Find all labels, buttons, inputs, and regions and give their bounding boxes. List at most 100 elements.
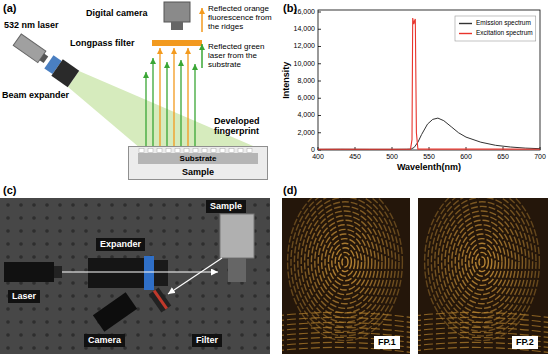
table-hole [136,307,140,311]
table-hole [45,203,49,207]
ridge-loop [448,216,515,309]
ridge-loop [332,243,358,281]
table-hole [175,346,179,350]
table-hole [201,320,205,324]
table-hole [162,346,166,350]
table-hole [266,216,270,220]
table-hole [175,268,179,272]
table-hole [214,294,218,298]
table-hole [58,333,62,337]
table-hole [71,229,75,233]
part-name: Developed fingerprint [214,116,268,137]
table-hole [175,333,179,337]
table-hole [201,281,205,285]
table-hole [71,216,75,220]
table-hole [19,333,23,337]
table-hole [136,320,140,324]
ridge-loop [476,252,489,271]
table-hole [19,307,23,311]
fingerprint-ridges [275,183,550,353]
table-hole [227,294,231,298]
table-hole [214,229,218,233]
table-hole [6,203,10,207]
table-hole [266,229,270,233]
tick-label: 4,000 [297,111,315,119]
tick-label: 14,000 [294,25,315,33]
y-tick [318,115,321,116]
green-ray [180,60,181,147]
y-tick [318,12,321,13]
table-hole [6,307,10,311]
node-text: Laser [12,291,36,302]
photo-tag: Camera [84,334,125,347]
ridge-loop [445,211,519,313]
table-hole [6,320,10,324]
table-hole [175,203,179,207]
table-hole [253,203,257,207]
emission-curve [318,118,540,149]
y-tick [318,63,321,64]
table-hole [136,333,140,337]
panel-letter: (a) [3,2,16,15]
table-hole [201,294,205,298]
table-hole [32,346,36,350]
table-hole [175,294,179,298]
table-hole [123,216,127,220]
legend-line [459,23,472,24]
table-hole [97,216,101,220]
table-hole [45,216,49,220]
tick-label: 600 [460,153,472,161]
table-hole [6,229,10,233]
table-hole [32,242,36,246]
table-hole [227,307,231,311]
ridge-loop [294,198,395,331]
table-hole [19,216,23,220]
table-hole [227,346,231,350]
table-hole [84,307,88,311]
y-tick [318,29,321,30]
key-arrow [201,44,203,68]
table-hole [97,229,101,233]
plot-frame [318,10,540,150]
table-hole [214,320,218,324]
tick-label: 16,000 [294,8,315,16]
table-hole [136,229,140,233]
table-hole [45,307,49,311]
axis-title: Intensity [282,61,292,98]
table-hole [175,229,179,233]
expander-ring [144,256,154,290]
ridge-loop [428,198,536,336]
ridge-loop [318,225,372,299]
ridge-loop [462,234,502,290]
table-hole [71,333,75,337]
table-hole [123,320,127,324]
table-hole [6,346,10,350]
beam-path [62,271,218,272]
expander-tube [51,59,79,87]
table-hole [266,242,270,246]
crease-ridge [282,312,410,318]
table-hole [240,307,244,311]
ridge-loop [469,243,495,281]
panel-letter: (d) [283,184,297,197]
ridge-loop [438,202,526,322]
ridge-loop [325,234,365,290]
table-hole [45,229,49,233]
ridge-loop [479,257,485,267]
table-hole [45,320,49,324]
table-hole [45,333,49,337]
table-hole [240,320,244,324]
table-hole [175,307,179,311]
orange-ray [173,48,174,147]
tick-label: 12,000 [294,42,315,50]
node-text: Sample [129,168,267,178]
table-hole [110,203,114,207]
table-hole [188,255,192,259]
node-text: FP.1 [378,337,396,348]
green-ray [145,72,146,147]
photo-tag: Laser [8,290,40,303]
node-text: Camera [88,335,121,346]
ridge-loop [342,257,348,267]
ridge-loop [301,202,389,322]
